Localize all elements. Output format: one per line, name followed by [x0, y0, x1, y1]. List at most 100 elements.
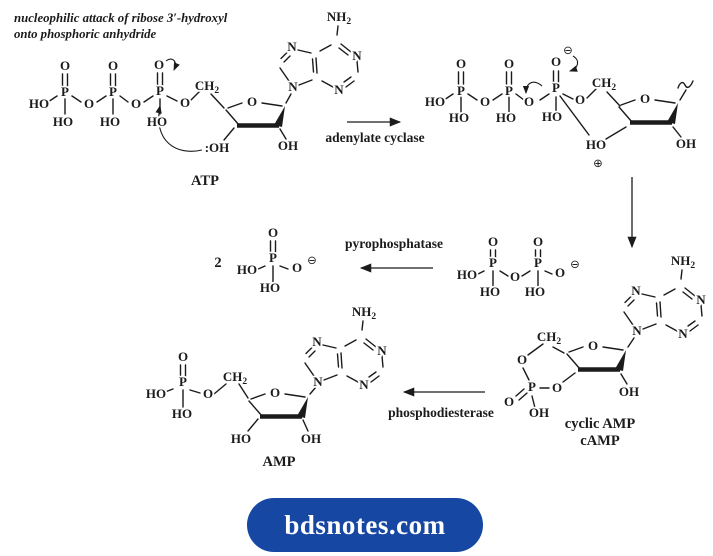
atom-label: HO [146, 386, 166, 401]
brand-button-label: bdsnotes.com [284, 509, 446, 540]
atom-label: NH2 [352, 304, 377, 322]
atom-label: CH2 [223, 369, 248, 387]
atom-label: N [696, 292, 706, 307]
caption-line-1: nucleophilic attack of ribose 3′-hydroxy… [14, 11, 228, 25]
atom-label: HO [172, 406, 192, 421]
pyrophosphatase-label: pyrophosphatase [345, 236, 443, 251]
atom-label: CH2 [592, 75, 617, 93]
atom-label: HO [425, 94, 445, 109]
atom-label: P [269, 250, 277, 265]
atom-label: N [313, 374, 323, 389]
atom-label: O [575, 92, 585, 107]
truncation-squiggle [677, 80, 694, 89]
atom-label: O [555, 265, 565, 280]
atom-label: HO [29, 96, 49, 111]
atom-label: OH [529, 405, 549, 420]
atom-label: O [510, 269, 520, 284]
atom-label: HO [480, 284, 500, 299]
atom-label: O [588, 338, 598, 353]
atom-label: N [312, 334, 322, 349]
atom-label: HO [449, 110, 469, 125]
amp-label: AMP [262, 454, 295, 470]
atom-label: N [359, 377, 369, 392]
atom-label: OH [676, 136, 696, 151]
atom-label: P [156, 83, 164, 98]
cyclic-amp-label: cyclic AMP [565, 416, 636, 432]
brand-button[interactable]: bdsnotes.com [247, 498, 483, 552]
atom-label: CH2 [195, 78, 220, 96]
adenylate-cyclase-label: adenylate cyclase [325, 130, 424, 145]
atom-label: OH [278, 138, 298, 153]
atom-label: O [131, 96, 141, 111]
atom-label: O [268, 225, 278, 240]
atom-label: CH2 [537, 329, 562, 347]
atom-label: O [504, 394, 514, 409]
atom-label: OH [301, 431, 321, 446]
atom-label: O [488, 234, 498, 249]
atom-label: NH2 [671, 253, 696, 271]
atom-label: OH [619, 384, 639, 399]
atom-label: O [247, 94, 257, 109]
coefficient-two: 2 [214, 255, 221, 271]
atom-label: P [61, 84, 69, 99]
atom-label: O [533, 234, 543, 249]
atom-label: N [287, 39, 297, 54]
inorganic-phosphate-structure: OP HO O ⊖ HO [235, 223, 318, 297]
atom-label: O [456, 56, 466, 71]
atom-label: P [505, 83, 513, 98]
electron-push-arrow [522, 81, 543, 95]
atom-label: O [203, 386, 213, 401]
atom-label: ⊕ [593, 156, 603, 170]
atom-label: HO [586, 137, 606, 152]
atom-label: P [489, 255, 497, 270]
atom-label: HO [231, 431, 251, 446]
atom-label: P [534, 255, 542, 270]
caption-line-2: onto phosphoric anhydride [14, 27, 157, 41]
atom-label: O [640, 91, 650, 106]
atom-label: N [288, 79, 298, 94]
atom-label: N [631, 283, 641, 298]
atom-label: O [108, 58, 118, 73]
atom-label: HO [147, 114, 167, 129]
atom-label: O [154, 57, 164, 72]
atom-label: P [109, 84, 117, 99]
atom-label: N [377, 343, 387, 358]
atom-label: O [270, 385, 280, 400]
atom-label: :OH [205, 140, 230, 155]
atom-label: O [524, 94, 534, 109]
atom-label: O [480, 94, 490, 109]
atom-label: N [678, 326, 688, 341]
atom-label: P [552, 80, 560, 95]
atom-label: HO [100, 114, 120, 129]
atom-label: O [504, 56, 514, 71]
atom-label: HO [457, 267, 477, 282]
atom-label: HO [496, 110, 516, 125]
atom-label: ⊖ [563, 43, 573, 57]
atom-label: O [292, 260, 302, 275]
camp-label: cAMP [580, 433, 620, 449]
atp-label: ATP [191, 173, 219, 189]
atom-label: O [552, 380, 562, 395]
atom-label: O [84, 96, 94, 111]
atom-label: NH2 [327, 9, 352, 27]
atom-label: P [528, 379, 536, 394]
phosphodiesterase-label: phosphodiesterase [388, 405, 494, 420]
atom-label: O [178, 349, 188, 364]
atom-label: HO [260, 280, 280, 295]
atom-label: O [517, 352, 527, 367]
atom-label: HO [53, 114, 73, 129]
atom-label: N [334, 82, 344, 97]
atom-label: ⊖ [307, 253, 317, 267]
atom-label: ⊖ [570, 257, 580, 271]
atom-label: O [180, 95, 190, 110]
atom-label: P [179, 374, 187, 389]
atom-label: HO [237, 262, 257, 277]
electron-push-arrow [165, 58, 180, 71]
atom-label: P [457, 83, 465, 98]
atom-label: HO [542, 109, 562, 124]
